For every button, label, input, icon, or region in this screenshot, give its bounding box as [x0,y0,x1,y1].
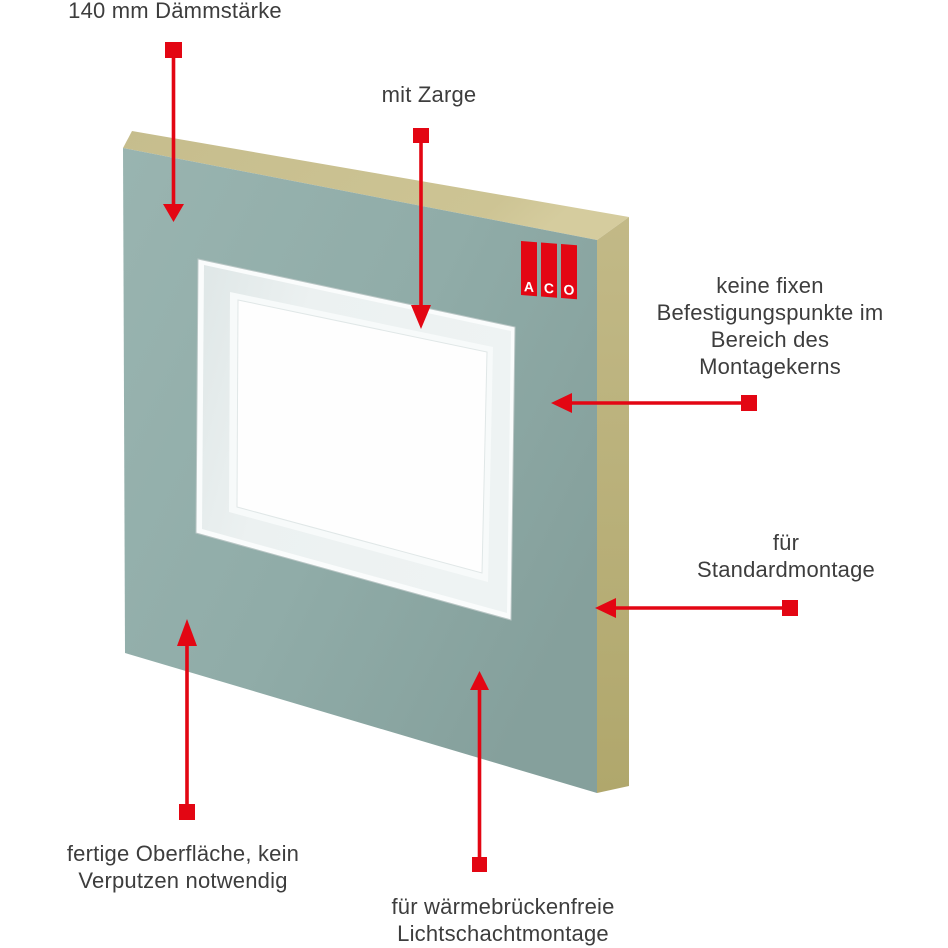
window-zarge [195,258,516,621]
aco-logo-bar [541,242,557,298]
label-zarge: mit Zarge [382,81,477,108]
label-lichtschacht: für wärmebrückenfreie Lichtschachtmontag… [391,893,614,947]
arrow-oberflaeche [177,619,197,820]
label-line: Verputzen notwendig [78,868,288,893]
aco-logo-letter: C [544,280,554,297]
label-line: Standardmontage [697,557,875,582]
label-line: Montagekerns [699,354,841,379]
arrow-standardmontage [595,598,798,618]
label-line: Lichtschachtmontage [397,921,609,946]
arrow-befestigung [551,393,757,413]
panel-top-face [123,131,629,240]
arrow-daemmstaerke [163,42,184,222]
label-daemmstaerke: 140 mm Dämmstärke [68,0,282,24]
label-line: Bereich des [710,327,830,352]
window-glass [236,299,488,574]
label-line: 140 mm Dämmstärke [68,0,282,23]
label-line: Befestigungspunkte im [656,300,884,325]
label-oberflaeche: fertige Oberfläche, kein Verputzen notwe… [67,840,299,894]
aco-logo-letter: A [524,278,534,295]
label-line: mit Zarge [381,82,477,107]
aco-logo-bar [521,241,537,297]
arrow-zarge [411,128,431,329]
annotation-arrows [163,42,798,872]
aco-logo-bar [561,244,577,300]
aco-logo: A C O [521,241,577,300]
label-line: für [772,530,800,555]
arrow-lichtschacht [470,671,489,872]
aco-logo-letter: O [564,281,575,298]
panel-side-face [597,217,629,793]
label-line: keine fixen [716,273,824,298]
label-line: fertige Oberfläche, kein [66,841,300,866]
label-standardmontage: für Standardmontage [697,529,875,583]
label-befestigung: keine fixen Befestigungspunkte im Bereic… [657,272,884,380]
label-line: für wärmebrückenfreie [391,894,615,919]
